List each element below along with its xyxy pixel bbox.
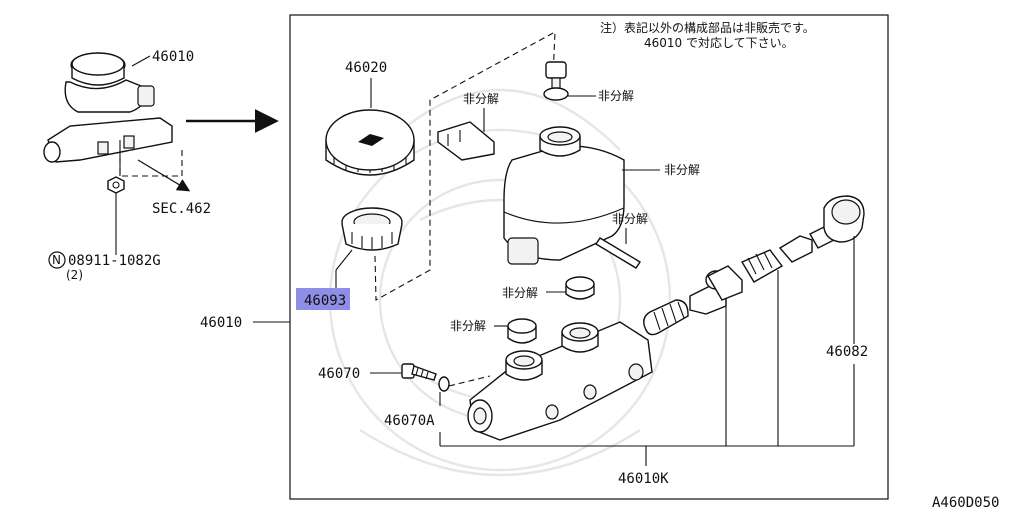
label-assembly: 46010 xyxy=(200,315,242,331)
dashed-link-strainer xyxy=(374,31,556,301)
label-piston-kit: 46082 xyxy=(826,344,868,360)
label-nonsale-bolt: 非分解 xyxy=(598,89,634,103)
nut-part xyxy=(107,176,125,255)
kit-bracket xyxy=(439,236,855,466)
leader-strainer xyxy=(335,249,353,271)
label-diagram-code: A460D050 xyxy=(932,495,999,510)
piston-parts xyxy=(643,195,865,336)
label-overview-part: 46010 xyxy=(152,49,194,65)
reservoir-cap xyxy=(325,109,415,176)
note-line-1: 注）表記以外の構成部品は非販売です。 xyxy=(600,20,815,35)
label-seal: 46070A xyxy=(384,413,435,429)
label-kit: 46010K xyxy=(618,471,669,487)
clip-part xyxy=(437,121,495,161)
leader-overview xyxy=(131,55,151,67)
strainer-part xyxy=(341,207,403,251)
label-nut-qty: (2) xyxy=(66,268,83,282)
label-nonsale-clip: 非分解 xyxy=(463,92,499,106)
grommet-lower xyxy=(507,318,537,344)
circled-n-icon: N xyxy=(48,251,66,269)
strainer-highlight xyxy=(296,288,350,310)
svg-text:N: N xyxy=(52,253,61,267)
sec-arrow-icon xyxy=(137,159,191,192)
label-nonsale-pin: 非分解 xyxy=(612,212,648,226)
note-line-2: 46010 で対応して下さい。 xyxy=(644,36,794,50)
label-nonsale-grommet-upper: 非分解 xyxy=(502,286,538,300)
label-nonsale-tank: 非分解 xyxy=(664,163,700,177)
cylinder-body xyxy=(467,321,653,441)
label-strainer: 46093 xyxy=(304,293,346,309)
grommet-upper xyxy=(565,276,595,300)
detail-frame xyxy=(289,14,889,500)
o-ring-seal xyxy=(438,376,450,392)
mounting-bolt xyxy=(401,363,437,381)
label-nonsale-grommet-lower: 非分解 xyxy=(450,319,486,333)
brand-icon xyxy=(358,134,384,146)
master-cylinder-overview xyxy=(43,52,183,177)
top-bolt xyxy=(543,61,569,101)
reservoir-tank xyxy=(503,126,641,269)
label-sec-ref: SEC.462 xyxy=(152,201,211,217)
label-cap: 46020 xyxy=(345,60,387,76)
label-nut-part: 08911-1082G xyxy=(68,253,161,269)
label-bolt: 46070 xyxy=(318,366,360,382)
dashed-link-seal xyxy=(448,375,491,387)
